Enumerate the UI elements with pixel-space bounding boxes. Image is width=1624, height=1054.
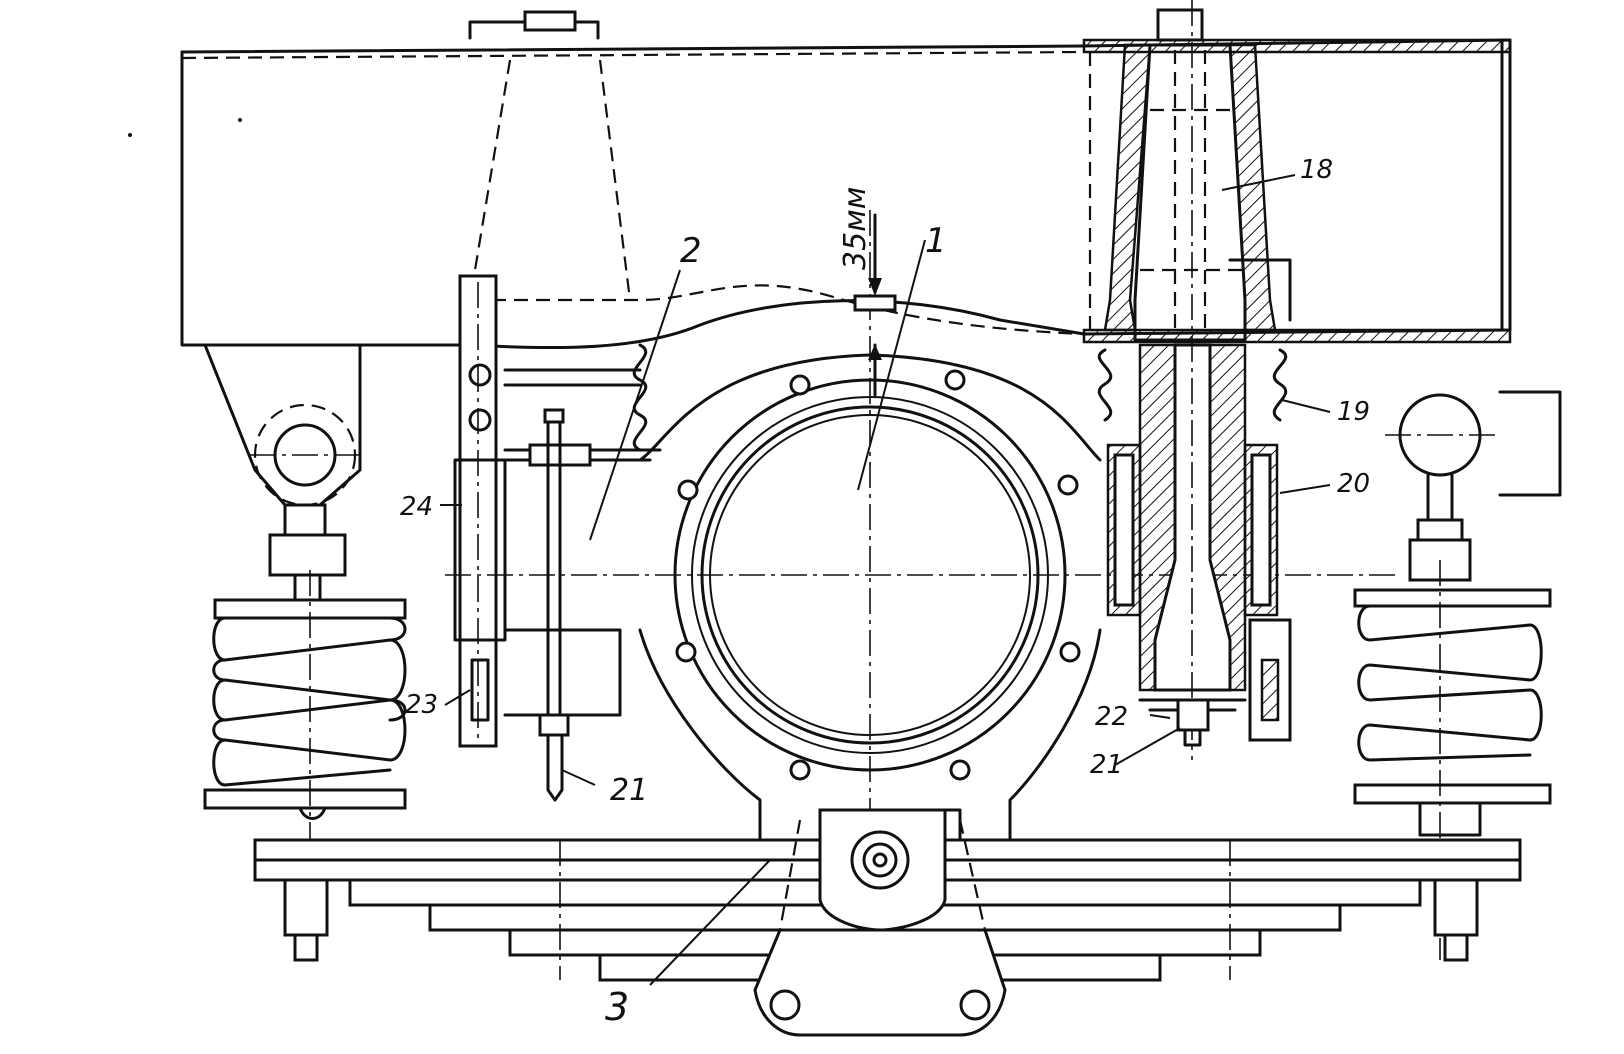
label-21-right: 21 (1090, 750, 1123, 780)
right-coil-spring (1353, 390, 1562, 960)
left-spring-bracket (203, 343, 362, 602)
dimension-35 (868, 213, 882, 397)
label-24: 24 (400, 492, 433, 522)
stray-dot (128, 133, 132, 137)
label-21-left: 21 (610, 773, 648, 808)
label-2: 2 (680, 231, 702, 271)
centre-clamp (753, 808, 1007, 1037)
left-top-bolt (468, 10, 632, 301)
label-18: 18 (1300, 155, 1333, 185)
left-coil-spring (203, 570, 407, 850)
label-1: 1 (925, 221, 947, 261)
king-pin-assembly (1097, 0, 1292, 760)
left-plate (453, 274, 507, 748)
label-20: 20 (1337, 469, 1370, 499)
left-linkage (503, 343, 662, 802)
dimension-label: 35мм (838, 187, 873, 270)
frame-beam (180, 38, 1512, 350)
label-3: 3 (605, 985, 629, 1029)
stray-dot (238, 118, 242, 122)
leader-lines (440, 174, 1331, 986)
label-19: 19 (1337, 397, 1370, 427)
label-23: 23 (405, 690, 438, 720)
label-22: 22 (1095, 702, 1128, 732)
